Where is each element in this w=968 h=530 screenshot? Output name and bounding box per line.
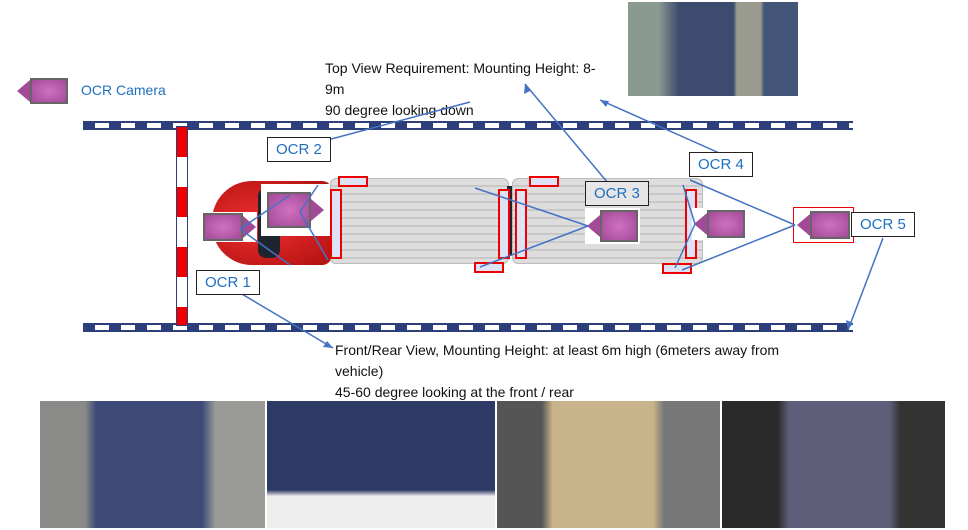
view-line [239, 228, 291, 266]
legend-label: OCR Camera [81, 82, 166, 98]
sample-photo-3 [497, 401, 720, 528]
front-rear-view-text: Front/Rear View, Mounting Height: at lea… [335, 340, 779, 403]
arrowhead [846, 320, 853, 330]
ocr-3-label: OCR 3 [585, 181, 649, 206]
front-rear-line: 45-60 degree looking at the front / rear [335, 384, 574, 400]
lane-boundary-top [83, 121, 853, 130]
view-line [299, 211, 329, 261]
ocr-4-camera-icon [692, 208, 747, 240]
view-line [681, 224, 796, 271]
code-tag [515, 189, 527, 259]
ocr-2-camera-icon [261, 184, 330, 236]
arrow-line [847, 237, 884, 331]
code-tag [529, 176, 559, 187]
ocr-3-camera-icon [585, 208, 640, 244]
sample-photo-1 [40, 401, 265, 528]
view-line [474, 187, 589, 227]
top-view-photo [628, 2, 798, 96]
arrowhead [600, 100, 609, 107]
code-tag [330, 189, 342, 259]
top-view-line: 90 degree looking down [325, 102, 474, 118]
ocr-1-camera-icon [202, 212, 257, 242]
view-line [674, 223, 696, 269]
ocr-5-camera-icon [793, 207, 854, 243]
ocr-2-label: OCR 2 [267, 137, 331, 162]
top-view-line: 9m [325, 81, 345, 97]
code-tag [338, 176, 368, 187]
legend-camera-icon [17, 78, 68, 104]
front-rear-line: vehicle) [335, 363, 384, 379]
ocr-4-label: OCR 4 [689, 152, 753, 177]
arrow-line [599, 99, 736, 161]
sample-photo-2 [267, 401, 495, 528]
barrier-gate [176, 126, 188, 326]
top-view-line: Top View Requirement: Mounting Height: 8… [325, 60, 596, 76]
top-view-text: Top View Requirement: Mounting Height: 8… [325, 58, 596, 121]
lane-boundary-bottom [83, 323, 853, 332]
arrow-line [229, 286, 334, 349]
view-line [479, 225, 589, 268]
arrow-line [524, 83, 609, 184]
arrowhead [323, 341, 333, 348]
view-line [689, 179, 796, 226]
view-line [299, 184, 319, 213]
ocr-1-label: OCR 1 [196, 270, 260, 295]
view-line [682, 184, 696, 225]
sample-photo-4 [722, 401, 945, 528]
arrowhead [524, 84, 530, 94]
front-rear-line: Front/Rear View, Mounting Height: at lea… [335, 342, 780, 358]
ocr-5-label: OCR 5 [851, 212, 915, 237]
view-line [239, 194, 291, 230]
